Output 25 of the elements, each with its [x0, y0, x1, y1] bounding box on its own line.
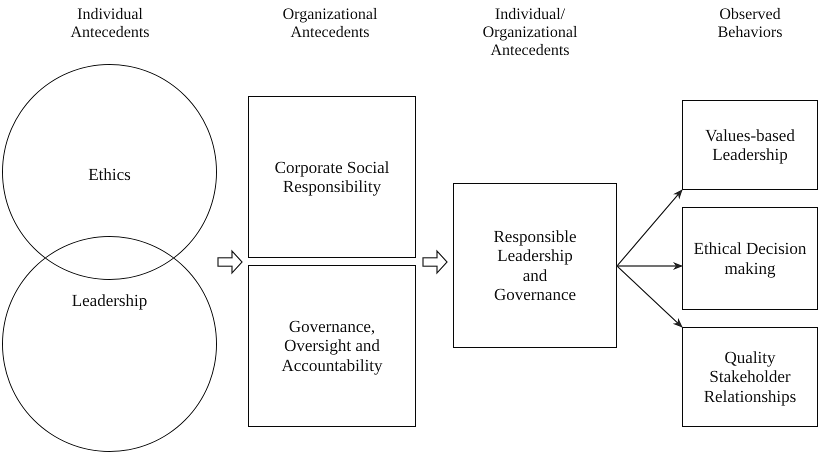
- column-heading: Organizational Antecedents: [282, 6, 378, 42]
- node-label: Responsible Leadership and Governance: [492, 227, 578, 304]
- arrow: [616, 266, 683, 328]
- concept-box: [248, 96, 416, 258]
- hollow-arrow: [217, 249, 243, 275]
- node-label: Quality Stakeholder Relationships: [702, 348, 798, 406]
- node-label: Governance, Oversight and Accountability: [280, 317, 384, 375]
- concept-circle: [2, 64, 217, 280]
- node-label: Ethics: [87, 165, 132, 184]
- concept-box: [248, 265, 416, 427]
- node-label: Corporate Social Responsibility: [274, 158, 390, 196]
- arrow: [617, 262, 683, 270]
- concept-box: [453, 183, 617, 348]
- concept-circle: [2, 236, 217, 452]
- column-heading: Individual Antecedents: [69, 6, 151, 42]
- concept-box: [682, 327, 818, 427]
- concept-box: [682, 207, 818, 310]
- concept-box: [682, 100, 818, 190]
- column-heading: Observed Behaviors: [716, 6, 784, 42]
- column-heading: Individual/ Organizational Antecedents: [482, 6, 578, 60]
- arrow: [616, 189, 683, 266]
- node-label: Ethical Decision making: [692, 239, 808, 278]
- node-label: Leadership: [70, 291, 148, 310]
- hollow-arrow: [422, 249, 448, 275]
- node-label: Values-based Leadership: [704, 126, 796, 164]
